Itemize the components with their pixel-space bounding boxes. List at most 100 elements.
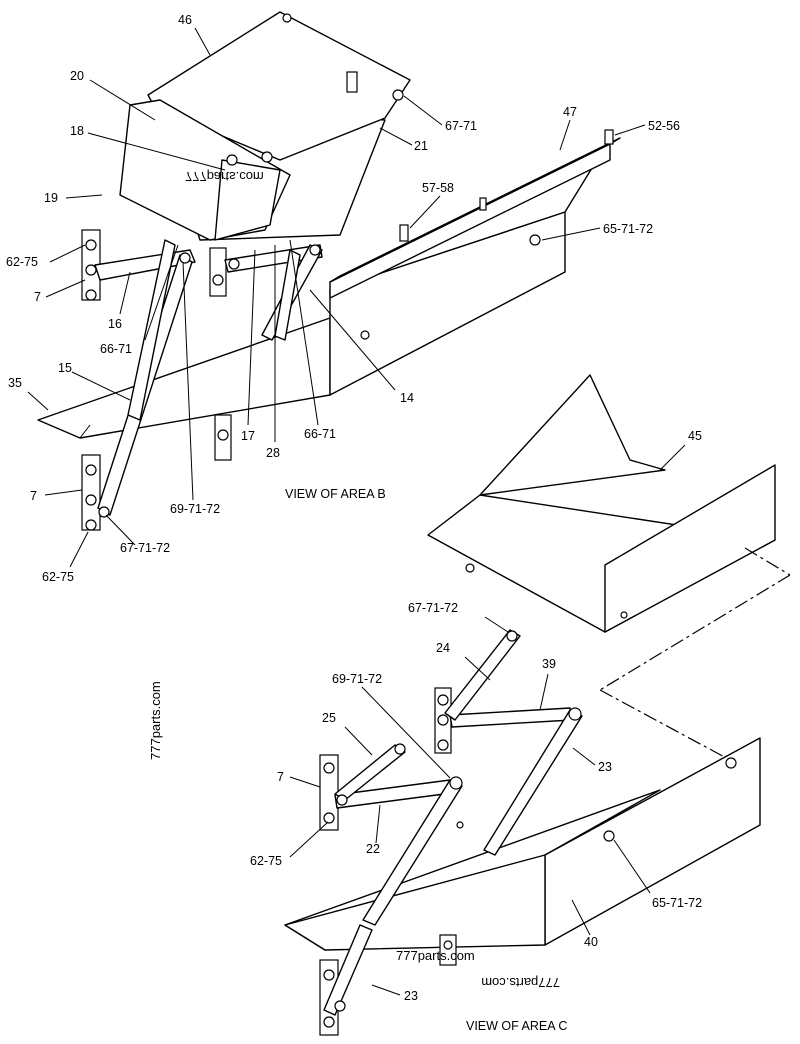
bracket-18 xyxy=(214,159,281,241)
label-23: 23 xyxy=(404,989,418,1003)
label-18: 18 xyxy=(70,124,84,138)
label-66-71: 66-71 xyxy=(100,342,132,356)
label-57-58: 57-58 xyxy=(422,181,454,195)
stud xyxy=(479,197,487,211)
label-7: 7 xyxy=(30,489,37,503)
label-39: 39 xyxy=(542,657,556,671)
bolt xyxy=(443,940,453,950)
bolt xyxy=(217,429,229,441)
channel-40-face xyxy=(284,854,546,951)
area-b-assembly xyxy=(37,11,621,531)
bolt xyxy=(437,739,449,751)
area-c-assembly xyxy=(284,629,761,1036)
label-67-71: 67-71 xyxy=(445,119,477,133)
label-21: 21 xyxy=(414,139,428,153)
leader-lines xyxy=(27,27,686,996)
label-17: 17 xyxy=(241,429,255,443)
bolt xyxy=(323,969,335,981)
label-40: 40 xyxy=(584,935,598,949)
bolt xyxy=(85,289,97,301)
label-25: 25 xyxy=(322,711,336,725)
watermark-top: 777parts.com xyxy=(185,169,264,184)
bolt xyxy=(360,330,370,340)
watermark-bottom: 777parts.com xyxy=(396,948,475,963)
label-69-71-72: 69-71-72 xyxy=(170,502,220,516)
bolt xyxy=(226,154,238,166)
label-35: 35 xyxy=(8,376,22,390)
mount-plate-center xyxy=(209,247,227,297)
bolt xyxy=(228,258,240,270)
bolt xyxy=(282,13,292,23)
bolt xyxy=(309,244,321,256)
cover-45-side xyxy=(604,464,776,633)
bolt xyxy=(334,1000,346,1012)
label-20: 20 xyxy=(70,69,84,83)
label-7: 7 xyxy=(277,770,284,784)
label-28: 28 xyxy=(266,446,280,460)
dashed-connector xyxy=(599,689,731,761)
cover-45-wall xyxy=(479,374,666,496)
bolt xyxy=(336,794,348,806)
watermark-bottom-flipped: 777parts.com xyxy=(481,975,560,990)
label-62-75: 62-75 xyxy=(42,570,74,584)
label-69-71-72: 69-71-72 xyxy=(332,672,382,686)
label-66-71: 66-71 xyxy=(304,427,336,441)
label-7: 7 xyxy=(34,290,41,304)
label-67-71-72: 67-71-72 xyxy=(120,541,170,555)
bolt-65-71-72 xyxy=(603,830,615,842)
bolt xyxy=(212,274,224,286)
watermark-left: 777parts.com xyxy=(148,681,163,760)
channel-47-top xyxy=(329,137,621,283)
pin-46 xyxy=(346,71,358,93)
label-14: 14 xyxy=(400,391,414,405)
part-labels: 46 20 18 19 21 47 67-71 52-56 57-58 65-7… xyxy=(6,13,702,1033)
bolt xyxy=(394,743,406,755)
bolt-67-71-72 xyxy=(506,630,518,642)
bolt xyxy=(323,1016,335,1028)
bolt xyxy=(437,694,449,706)
mount-plate-rear xyxy=(439,934,457,966)
label-23: 23 xyxy=(598,760,612,774)
channel-40 xyxy=(544,737,761,946)
view-of-area-b: VIEW OF AREA B xyxy=(285,487,386,501)
label-16: 16 xyxy=(108,317,122,331)
bolt xyxy=(449,776,463,790)
bolt xyxy=(437,714,449,726)
brace-15 xyxy=(127,239,176,421)
brace-24 xyxy=(444,629,521,721)
brace-23-lower xyxy=(323,924,373,1016)
label-62-75: 62-75 xyxy=(250,854,282,868)
label-65-71-72: 65-71-72 xyxy=(603,222,653,236)
dashed-connector xyxy=(599,574,791,691)
arm-17 xyxy=(224,244,323,273)
bolt xyxy=(85,464,97,476)
label-52-56: 52-56 xyxy=(648,119,680,133)
bolt xyxy=(620,611,628,619)
cover-45 xyxy=(427,374,791,761)
bolt xyxy=(456,821,464,829)
bolt xyxy=(85,519,97,531)
bolt xyxy=(323,812,335,824)
bolt xyxy=(323,762,335,774)
arm-39 xyxy=(449,707,573,728)
brace-66-71 xyxy=(274,249,301,341)
label-46: 46 xyxy=(178,13,192,27)
bolt xyxy=(568,707,582,721)
label-62-75: 62-75 xyxy=(6,255,38,269)
bolt xyxy=(85,494,97,506)
bolt xyxy=(179,252,191,264)
label-47: 47 xyxy=(563,105,577,119)
label-24: 24 xyxy=(436,641,450,655)
stud-52-56 xyxy=(604,129,614,145)
label-67-71-72: 67-71-72 xyxy=(408,601,458,615)
label-45: 45 xyxy=(688,429,702,443)
watermarks: 777parts.com 777parts.com 777parts.com 7… xyxy=(148,169,560,990)
dashed-connector xyxy=(744,547,791,576)
label-65-71-72: 65-71-72 xyxy=(652,896,702,910)
bolt-65-71-72 xyxy=(529,234,541,246)
bolt xyxy=(465,563,475,573)
stud-57-58 xyxy=(399,224,409,242)
bolt xyxy=(85,264,97,276)
bolt xyxy=(725,757,737,769)
